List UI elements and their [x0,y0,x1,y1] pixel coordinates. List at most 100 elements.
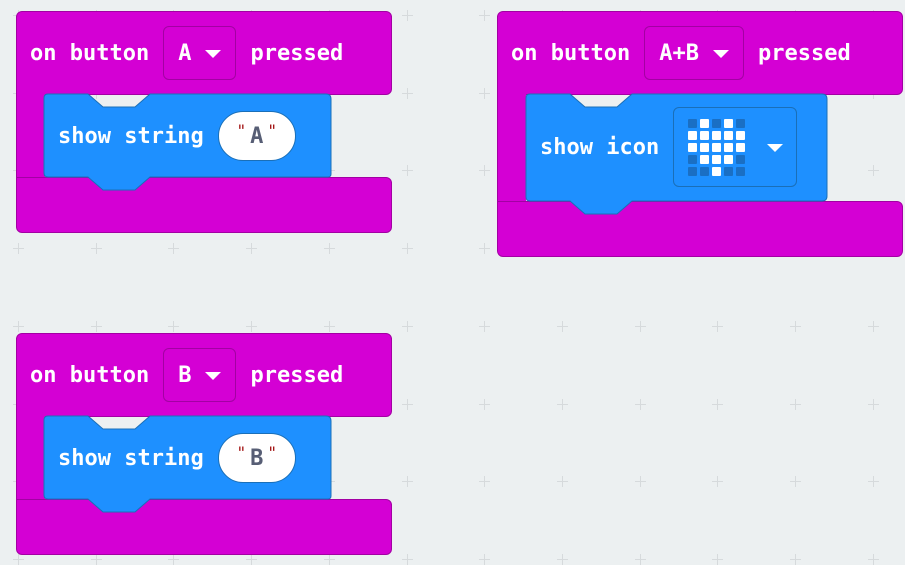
grid-cross [479,398,491,410]
heart-icon [688,118,746,176]
grid-cross [790,398,801,410]
icon-picker-dropdown[interactable] [673,107,798,187]
grid-cross [479,320,491,332]
grid-cross [479,553,491,565]
grid-cross [867,476,879,488]
led-off [724,166,734,176]
grid-cross [246,553,258,565]
button-dropdown[interactable]: A [163,26,237,80]
grid-cross [634,553,646,565]
grid-cross [867,165,879,177]
grid-cross [323,320,335,332]
on-button-ab-pressed-block[interactable]: on button A+B pressed show icon [497,11,903,257]
caret-down-icon [205,50,222,58]
grid-cross [401,476,413,488]
grid-cross [168,553,180,565]
grid-cross [13,243,24,255]
event-prefix-label: on button [511,40,631,66]
grid-cross [246,243,258,255]
grid-cross [323,243,335,255]
quote-close: " [267,120,277,140]
led-off [688,154,698,164]
quote-open: " [236,442,247,462]
led-off [736,166,746,176]
quote-close: " [267,442,277,462]
grid-cross [790,476,801,488]
led-on [724,130,734,140]
show-string-block[interactable]: show string " B " [43,415,333,513]
led-on [712,142,722,152]
led-on [700,130,710,140]
button-dropdown-value: A [178,40,192,66]
grid-cross [556,476,568,488]
grid-cross [867,398,879,410]
string-input[interactable]: " B " [217,433,296,483]
show-icon-label: show icon [540,134,660,160]
string-value: B [250,445,264,471]
grid-cross [246,320,258,332]
grid-cross [867,320,879,332]
grid-cross [168,320,180,332]
grid-cross [323,553,335,565]
grid-cross [401,165,413,177]
led-on [724,154,734,164]
grid-cross [401,553,413,565]
button-dropdown[interactable]: A+B [644,26,744,80]
event-suffix-label: pressed [250,362,344,388]
led-on [700,142,710,152]
led-off [700,166,710,176]
event-suffix-label: pressed [757,40,851,66]
event-prefix-label: on button [30,40,150,66]
grid-cross [479,243,491,255]
on-button-a-pressed-block[interactable]: on button A pressed show string " A " [16,11,392,233]
led-on [724,142,734,152]
button-dropdown-value: B [178,362,192,388]
show-string-label: show string [58,445,204,471]
button-dropdown[interactable]: B [163,348,237,402]
grid-cross [634,398,646,410]
grid-cross [479,476,491,488]
quote-open: " [236,120,247,140]
statement-shape [525,93,828,215]
grid-cross [401,10,413,21]
grid-cross [401,398,413,410]
string-input[interactable]: " A " [217,111,296,161]
grid-cross [634,476,646,488]
event-suffix-label: pressed [250,40,344,66]
event-prefix-label: on button [30,362,150,388]
grid-cross [401,87,413,99]
led-on [688,130,698,140]
led-on [736,130,746,140]
grid-cross [90,553,102,565]
grid-cross [401,320,413,332]
led-on [724,118,734,128]
grid-cross [790,320,801,332]
grid-cross [712,553,724,565]
caret-down-icon [205,372,222,380]
grid-cross [712,320,724,332]
led-off [688,166,698,176]
grid-cross [90,243,102,255]
show-icon-block[interactable]: show icon [525,93,829,217]
show-string-label: show string [58,123,204,149]
led-off [736,118,746,128]
on-button-b-pressed-block[interactable]: on button B pressed show string " B " [16,333,392,555]
grid-cross [712,476,724,488]
led-off [712,118,722,128]
grid-cross [90,320,102,332]
grid-cross [790,553,801,565]
led-on [712,166,722,176]
led-on [700,118,710,128]
button-dropdown-value: A+B [659,40,699,66]
string-value: A [250,123,264,149]
grid-cross [479,87,491,99]
led-on [688,142,698,152]
grid-cross [168,243,180,255]
grid-cross [634,320,646,332]
led-on [712,130,722,140]
led-on [700,154,710,164]
led-off [688,118,698,128]
grid-cross [556,398,568,410]
led-off [736,154,746,164]
show-string-block[interactable]: show string " A " [43,93,333,191]
